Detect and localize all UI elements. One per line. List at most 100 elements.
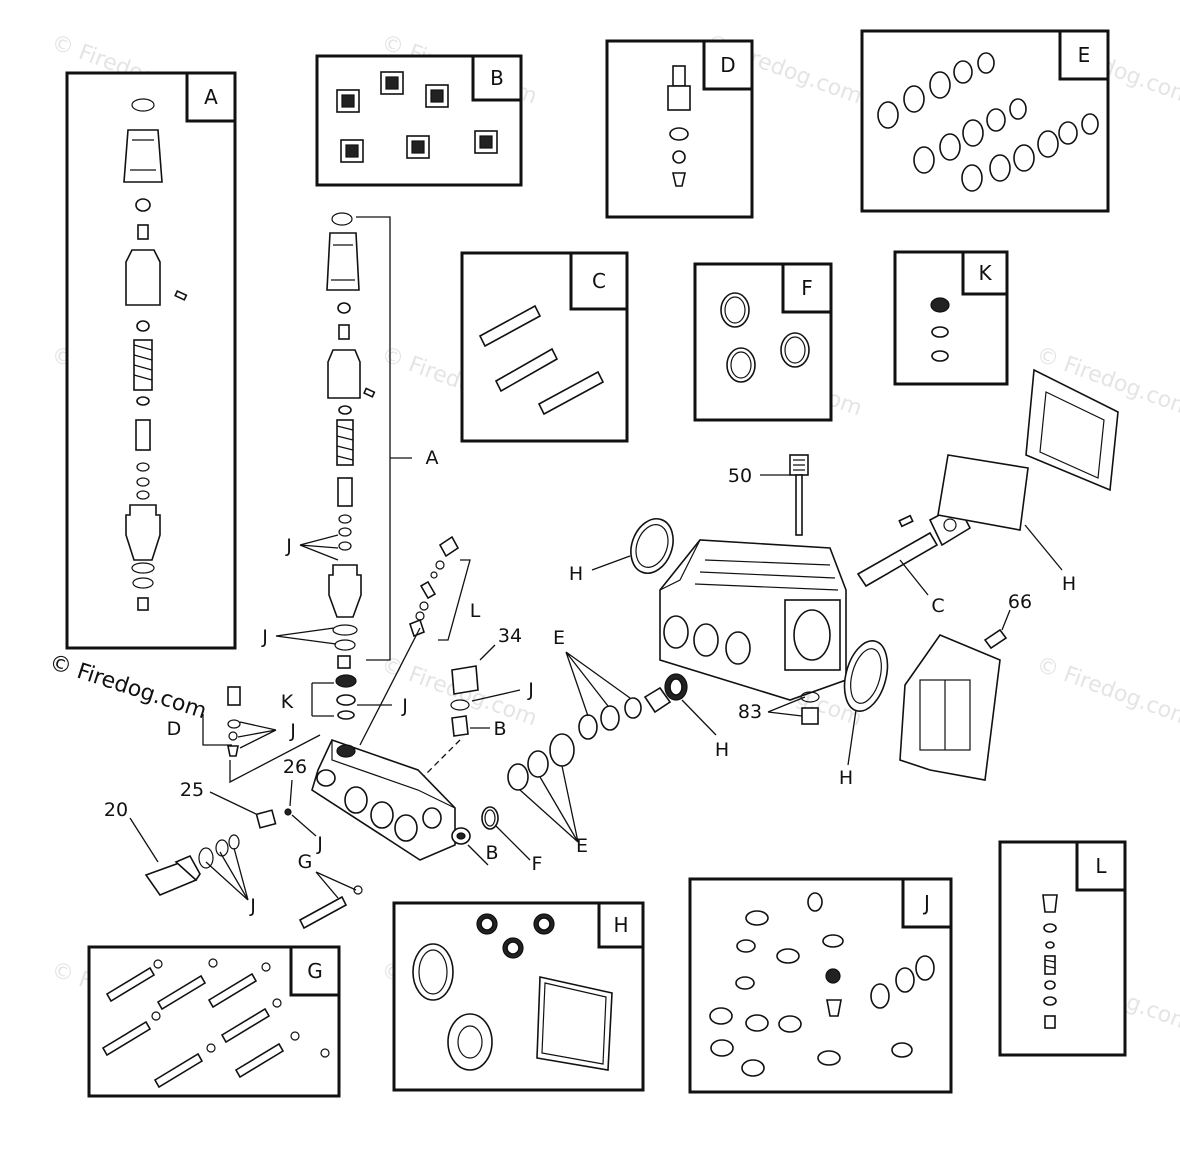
leader-j-unloader xyxy=(299,534,339,561)
kit-h-label: H xyxy=(613,913,628,937)
callout-b-valve: B xyxy=(485,842,498,864)
leader-e-bottom xyxy=(519,765,579,843)
leader-h-cover xyxy=(591,555,631,571)
unloader-stack xyxy=(326,212,376,720)
part-g-washer xyxy=(353,885,363,895)
callout-j-26: J xyxy=(316,833,323,855)
gasket-thin xyxy=(937,454,1029,531)
callout-20: 20 xyxy=(104,799,128,821)
leader-f xyxy=(495,825,531,861)
leader-a xyxy=(356,216,391,661)
l-stack xyxy=(409,535,460,638)
kit-j-label: J xyxy=(922,891,930,915)
leader-h-lip xyxy=(847,709,857,766)
kit-a-box: A xyxy=(65,71,237,650)
callout-d: D xyxy=(167,718,182,740)
kit-b-label: B xyxy=(490,66,504,90)
leader-34-manifold xyxy=(409,739,461,791)
kit-e-box: E xyxy=(860,29,1110,213)
leader-h-seal xyxy=(681,699,717,736)
watermark-text: © Firedog.com xyxy=(1033,652,1180,731)
callout-k: K xyxy=(281,691,294,713)
cover-h-inner xyxy=(635,524,669,568)
callout-j-d: J xyxy=(289,720,296,742)
callout-25: 25 xyxy=(180,779,204,801)
leader-c xyxy=(899,559,929,596)
callout-26: 26 xyxy=(283,756,307,778)
callout-c: C xyxy=(931,595,944,617)
dipstick-50 xyxy=(789,454,809,536)
lip-seal-h-inner xyxy=(850,648,882,704)
valve-b xyxy=(451,827,471,845)
kit-c-box: C xyxy=(460,251,629,443)
ring-e-4 xyxy=(578,714,598,740)
gasket-cover xyxy=(1025,368,1119,492)
leader-34 xyxy=(479,644,496,661)
kit-f-label: F xyxy=(801,276,813,300)
kit-h-box: H xyxy=(392,901,645,1092)
callout-h-seal: H xyxy=(715,739,729,761)
copyright-text: © Firedog.com xyxy=(46,650,209,724)
leader-j-26 xyxy=(291,814,317,837)
lip-seal-h xyxy=(843,640,889,712)
ring-e-1 xyxy=(507,763,529,791)
callout-h-lip: H xyxy=(839,767,853,789)
leader-h-gasket xyxy=(1024,524,1063,571)
callout-66: 66 xyxy=(1008,591,1032,613)
callout-j-20: J xyxy=(249,895,256,917)
ring-e-5 xyxy=(600,705,620,731)
leader-j-d xyxy=(237,721,277,749)
leader-e-top xyxy=(565,651,631,717)
part-g-bolt xyxy=(298,895,348,930)
fitting-20 xyxy=(144,834,240,896)
callout-h-cover: H xyxy=(569,563,583,585)
kit-j-box: J xyxy=(688,877,953,1094)
manifold xyxy=(311,739,456,861)
callout-b-34: B xyxy=(493,718,506,740)
d-stack xyxy=(227,686,241,757)
crankcase xyxy=(659,539,847,701)
leader-25 xyxy=(209,791,257,815)
rear-flange xyxy=(899,634,1001,781)
leader-j-20 xyxy=(205,847,249,901)
kit-c-label: C xyxy=(592,269,606,293)
plug-34 xyxy=(450,665,479,737)
drain-plug xyxy=(801,707,819,725)
leader-j-lower xyxy=(275,627,337,645)
part-26 xyxy=(284,808,292,816)
leader-26 xyxy=(289,779,293,807)
kit-a-label: A xyxy=(204,85,218,109)
kit-l-box: L xyxy=(998,840,1127,1057)
callout-j-unloader: J xyxy=(285,535,292,557)
leader-83 xyxy=(767,696,806,717)
leader-k xyxy=(311,682,334,717)
kit-k-label: K xyxy=(978,261,992,285)
leader-b-valve xyxy=(467,844,489,866)
kit-f-box: F xyxy=(693,262,833,422)
leader-l-manifold xyxy=(359,627,421,746)
part-25 xyxy=(255,809,277,829)
kit-e-label: E xyxy=(1078,43,1091,67)
ring-f-inner xyxy=(484,809,496,827)
callout-f: F xyxy=(532,853,543,875)
leader-d-manifold xyxy=(229,734,321,784)
callout-j-lower: J xyxy=(261,626,268,648)
callout-e-top: E xyxy=(553,627,565,649)
ring-e-6 xyxy=(624,697,642,719)
leader-j-34 xyxy=(471,689,521,702)
callout-34: 34 xyxy=(498,625,522,647)
callout-e-bottom: E xyxy=(576,835,588,857)
seal-h-inner xyxy=(669,678,683,696)
callout-j-k: J xyxy=(401,695,408,717)
leader-l xyxy=(438,559,471,641)
kit-b-box: B xyxy=(315,54,523,187)
callout-g: G xyxy=(298,851,313,873)
retainer xyxy=(643,686,672,714)
leader-20 xyxy=(129,817,159,863)
cover-h xyxy=(630,518,674,574)
bolt-66 xyxy=(983,628,1008,650)
callout-a: A xyxy=(426,447,439,469)
callout-j-34: J xyxy=(527,679,534,701)
kit-g-box: G xyxy=(87,945,341,1098)
